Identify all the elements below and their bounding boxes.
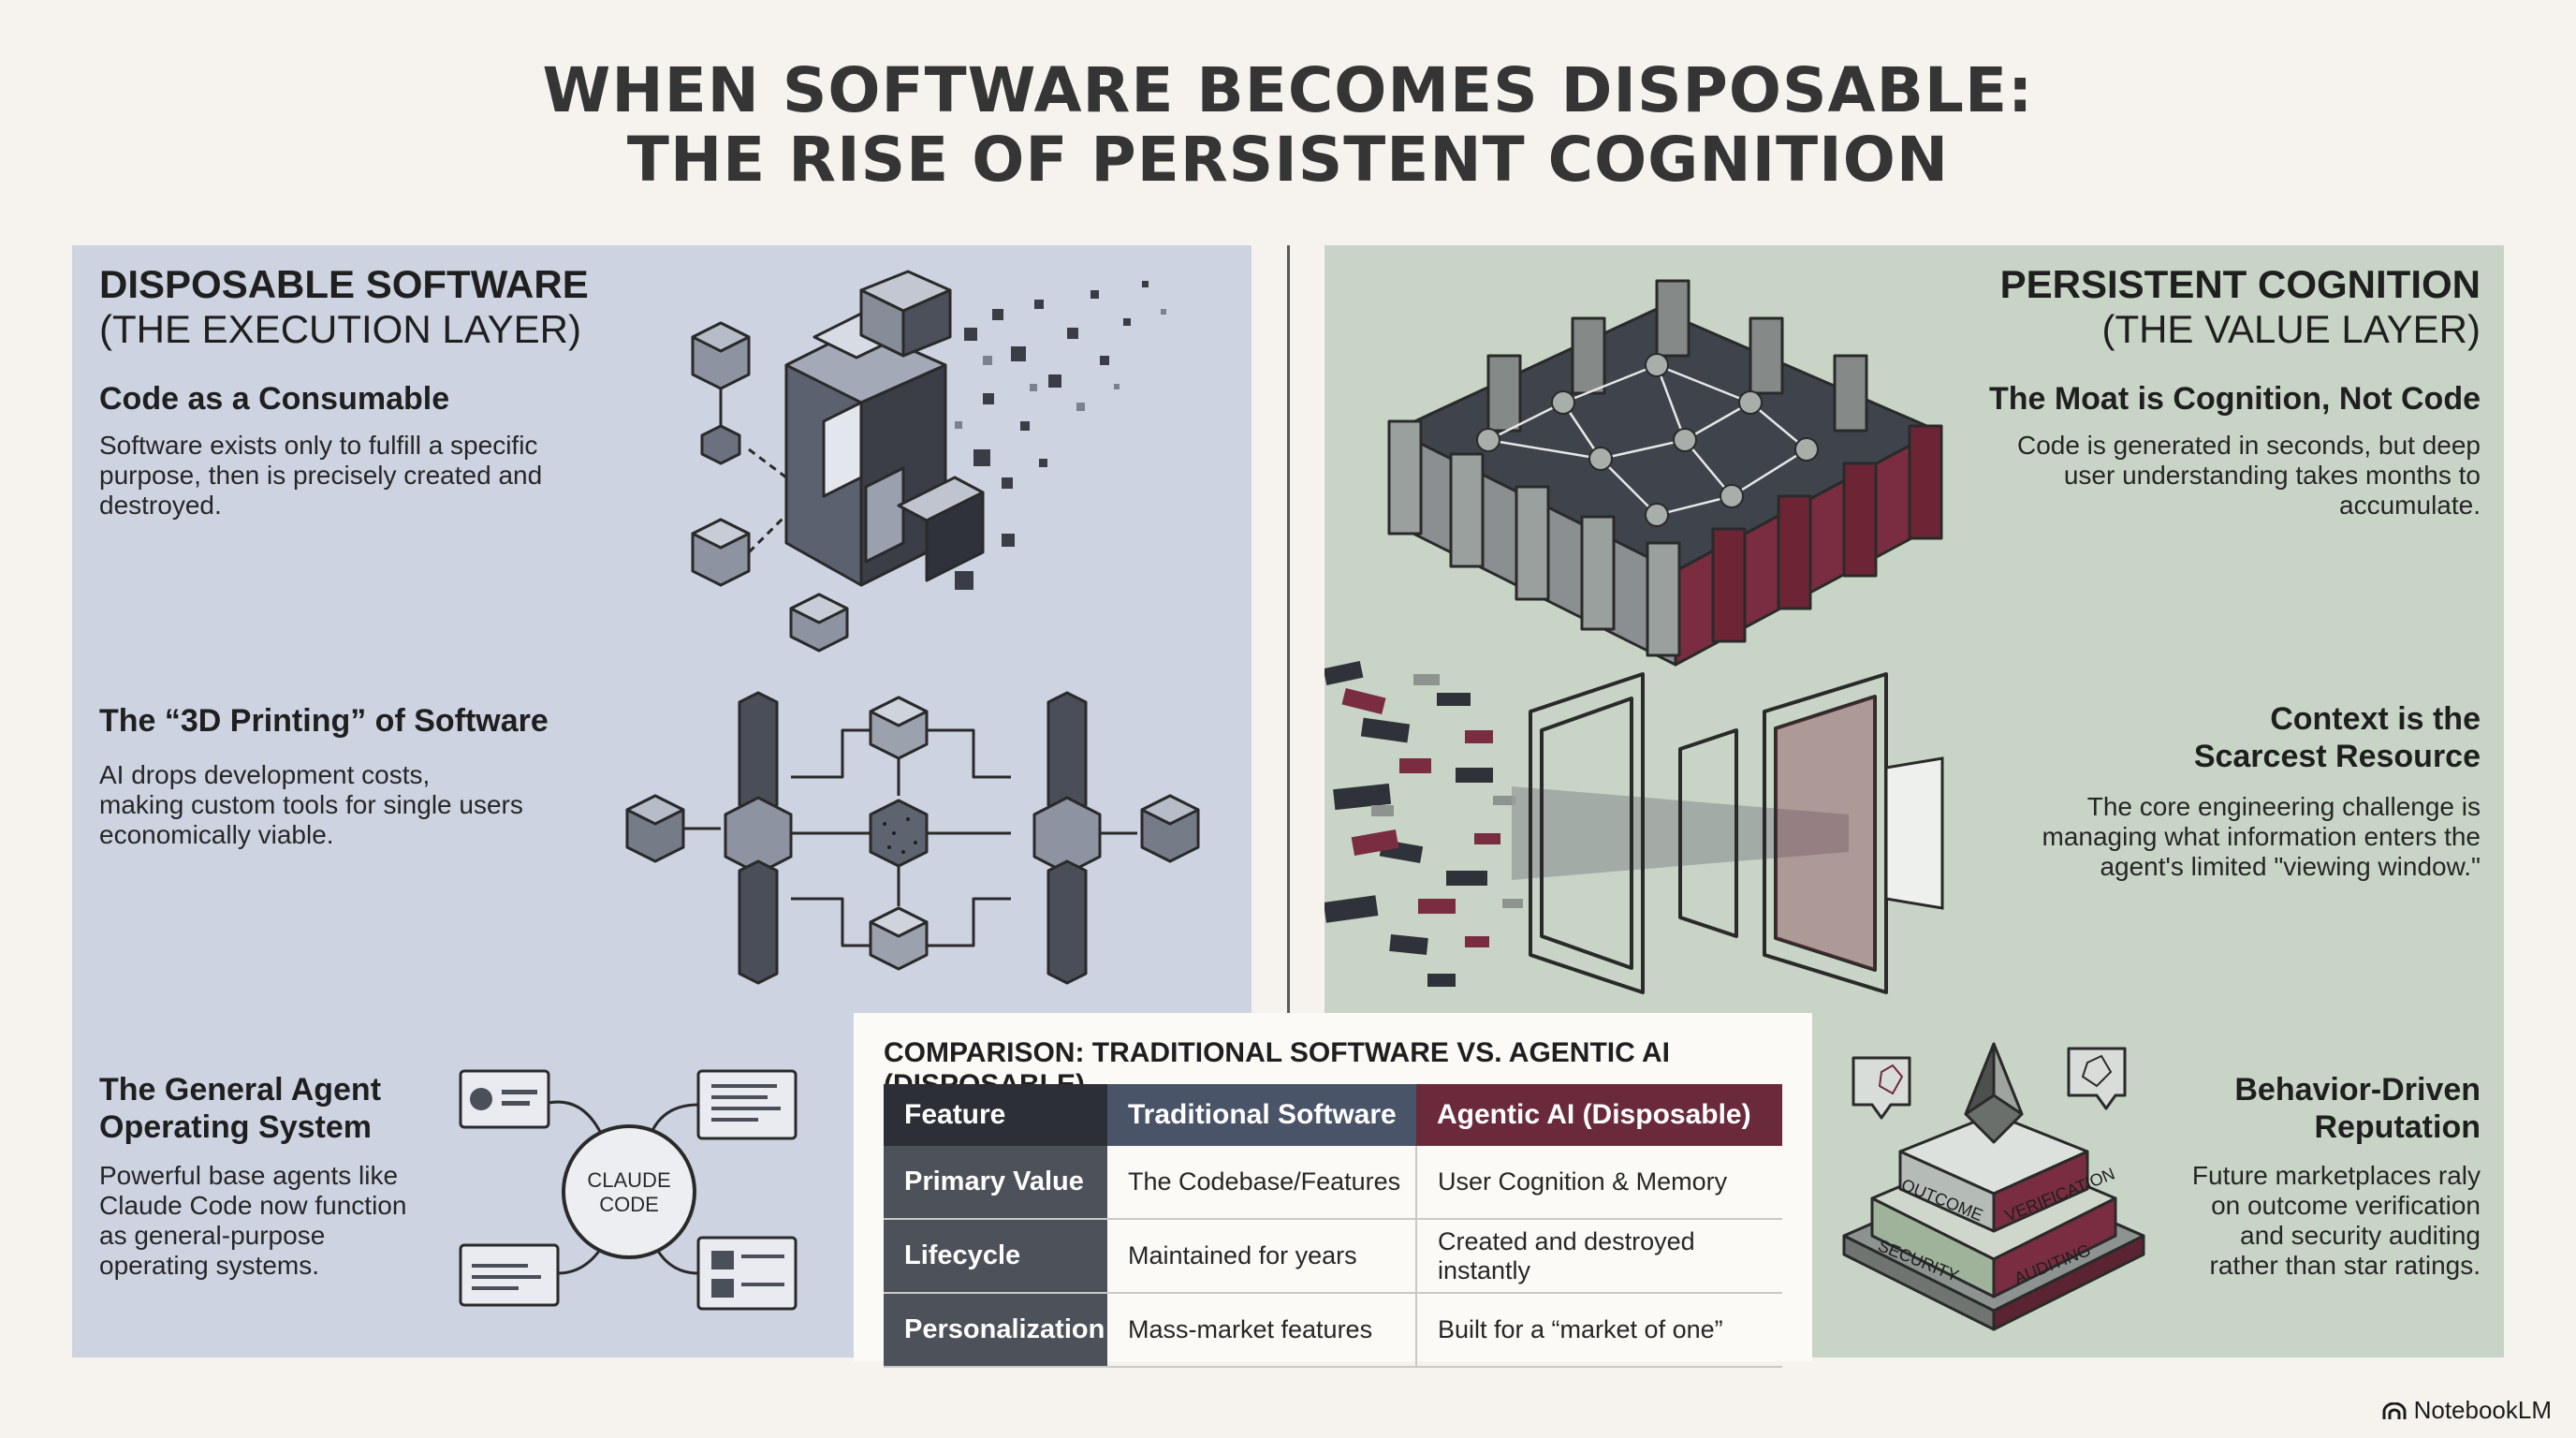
body-line: AI drops development costs, — [99, 760, 431, 789]
claude-code-hub-illustration: CLAUDE CODE — [459, 1069, 798, 1311]
header-feature: Feature — [884, 1084, 1107, 1146]
body-line: destroyed. — [99, 491, 222, 520]
row-feature-cell: Personalization — [884, 1293, 1107, 1368]
body-line: purpose, then is precisely created and — [99, 461, 543, 490]
3d-printing-flow-illustration — [625, 691, 1200, 985]
table-row: Personalization Mass-market features Bui… — [884, 1293, 1782, 1368]
disintegrating-cube-illustration — [691, 270, 1166, 653]
body-line: managing what information enters the — [2042, 822, 2481, 851]
section-title-moat: The Moat is Cognition, Not Code — [1988, 381, 2481, 417]
section-body-agent-os: Powerful base agents like Claude Code no… — [99, 1161, 406, 1281]
row-feature-cell: Lifecycle — [884, 1219, 1107, 1294]
row-traditional-cell: The Codebase/Features — [1107, 1146, 1417, 1220]
context-window-funnel-illustration — [1325, 661, 1944, 994]
notebooklm-brand: NotebookLM — [2382, 1396, 2552, 1425]
body-line: Claude Code now function — [99, 1191, 407, 1220]
comparison-table: Feature Traditional Software Agentic AI … — [884, 1084, 1782, 1368]
left-heading: DISPOSABLE SOFTWARE (THE EXECUTION LAYER… — [99, 262, 589, 352]
body-line: rather than star ratings. — [2209, 1251, 2481, 1280]
body-line: as general-purpose — [99, 1221, 326, 1250]
body-line: operating systems. — [99, 1251, 319, 1280]
notebooklm-logo-icon — [2382, 1401, 2407, 1419]
left-heading-title: DISPOSABLE SOFTWARE — [99, 262, 589, 306]
body-line: agent's limited "viewing window." — [2100, 852, 2481, 881]
title-line: Scarcest Resource — [2193, 739, 2481, 774]
title-line: Reputation — [2314, 1109, 2481, 1145]
section-title-agent-os: The General Agent Operating System — [99, 1071, 381, 1146]
section-body-moat: Code is generated in seconds, but deep u… — [2017, 431, 2481, 521]
body-line: Software exists only to fulfill a specif… — [99, 431, 538, 460]
body-line: Future marketplaces raly — [2191, 1161, 2481, 1190]
row-feature-cell: Primary Value — [884, 1146, 1107, 1220]
header-agentic: Agentic AI (Disposable) — [1416, 1084, 1782, 1146]
table-row: Primary Value The Codebase/Features User… — [884, 1146, 1782, 1220]
row-traditional-cell: Maintained for years — [1107, 1219, 1417, 1294]
body-line: on outcome verification — [2211, 1191, 2481, 1220]
section-title-reputation: Behavior-Driven Reputation — [2234, 1071, 2481, 1146]
section-title-context: Context is the Scarcest Resource — [2194, 700, 2481, 775]
right-heading: PERSISTENT COGNITION (THE VALUE LAYER) — [2000, 262, 2481, 352]
title-line: Operating System — [99, 1109, 372, 1145]
walled-network-moat-illustration — [1387, 279, 1943, 667]
section-body-3d-printing: AI drops development costs, making custo… — [99, 760, 523, 850]
table-row: Lifecycle Maintained for years Created a… — [884, 1219, 1782, 1294]
claude-label-line-2: CODE — [599, 1193, 659, 1216]
title-line-1: WHEN SOFTWARE BECOMES DISPOSABLE: — [542, 54, 2034, 126]
body-line: economically viable. — [99, 820, 334, 849]
right-heading-subtitle: (THE VALUE LAYER) — [2101, 307, 2481, 351]
reputation-pedestal-illustration: OUTCOME VERIFICATION SECURITY AUDITING — [1842, 1042, 2145, 1331]
section-body-context: The core engineering challenge is managi… — [2042, 792, 2481, 882]
title-line-2: THE RISE OF PERSISTENT COGNITION — [626, 124, 1950, 196]
header-traditional: Traditional Software — [1107, 1084, 1416, 1146]
row-agentic-cell: Built for a “market of one” — [1416, 1293, 1782, 1368]
section-body-consumable: Software exists only to fulfill a specif… — [99, 431, 542, 521]
row-agentic-cell: User Cognition & Memory — [1416, 1146, 1782, 1220]
panel-divider — [1287, 245, 1290, 1013]
left-heading-subtitle: (THE EXECUTION LAYER) — [99, 307, 581, 351]
brand-name: NotebookLM — [2413, 1396, 2552, 1424]
title-line: Behavior-Driven — [2234, 1072, 2481, 1108]
comparison-card: COMPARISON: TRADITIONAL SOFTWARE VS. AGE… — [854, 1013, 1812, 1368]
body-line: user understanding takes months to — [2063, 461, 2481, 490]
row-traditional-cell: Mass-market features — [1107, 1293, 1417, 1368]
row-agentic-cell: Created and destroyed instantly — [1416, 1219, 1782, 1294]
table-header-row: Feature Traditional Software Agentic AI … — [884, 1084, 1782, 1146]
body-line: accumulate. — [2339, 491, 2481, 520]
title-line: The General Agent — [99, 1072, 382, 1108]
section-title-consumable: Code as a Consumable — [99, 381, 450, 417]
right-heading-title: PERSISTENT COGNITION — [1999, 262, 2481, 306]
claude-label-line-1: CLAUDE — [587, 1168, 670, 1192]
body-line: and security auditing — [2240, 1221, 2481, 1250]
body-line: The core engineering challenge is — [2086, 792, 2481, 821]
title-line: Context is the — [2270, 701, 2481, 737]
body-line: making custom tools for single users — [99, 790, 523, 819]
section-title-3d-printing: The “3D Printing” of Software — [99, 703, 549, 739]
body-line: Code is generated in seconds, but deep — [2016, 431, 2481, 460]
body-line: Powerful base agents like — [99, 1161, 399, 1190]
page-title: WHEN SOFTWARE BECOMES DISPOSABLE: THE RI… — [0, 56, 2576, 195]
section-body-reputation: Future marketplaces raly on outcome veri… — [2192, 1161, 2481, 1281]
